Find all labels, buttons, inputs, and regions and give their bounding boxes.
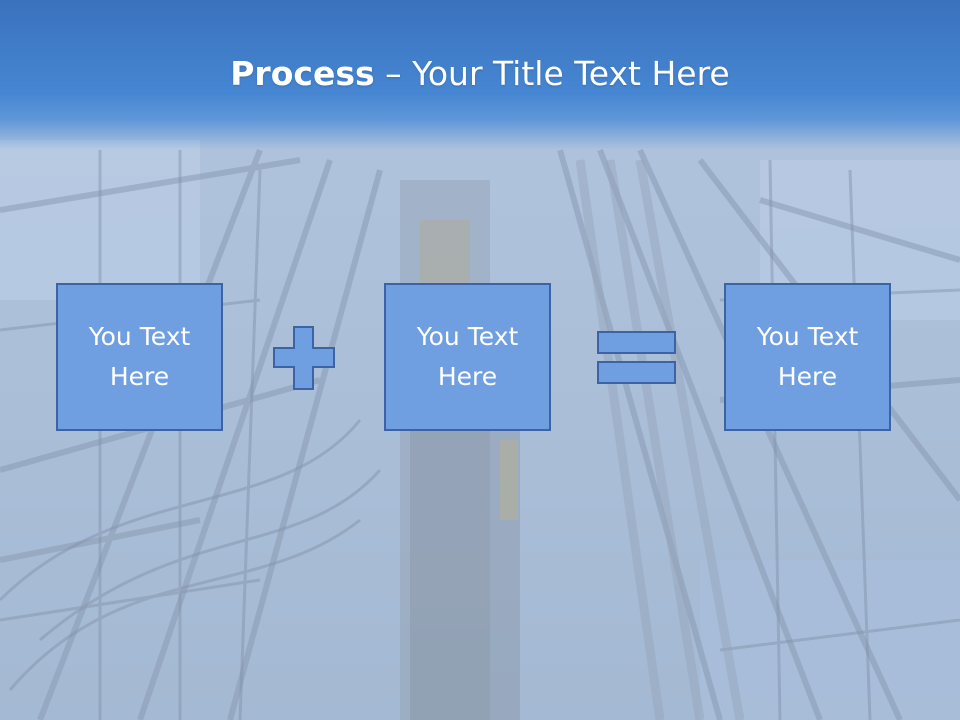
slide-title: Process – Your Title Text Here — [0, 52, 960, 96]
text-box-3-label: You Text Here — [756, 322, 859, 391]
text-box-2[interactable]: You Text Here — [384, 283, 551, 431]
equals-icon — [597, 331, 676, 384]
plus-icon — [273, 326, 335, 390]
title-bold: Process — [230, 54, 375, 93]
text-box-1-label: You Text Here — [88, 322, 191, 391]
text-box-2-label: You Text Here — [416, 322, 519, 391]
text-box-3[interactable]: You Text Here — [724, 283, 891, 431]
title-rest: – Your Title Text Here — [374, 54, 730, 93]
title-band — [0, 0, 960, 150]
text-box-1[interactable]: You Text Here — [56, 283, 223, 431]
